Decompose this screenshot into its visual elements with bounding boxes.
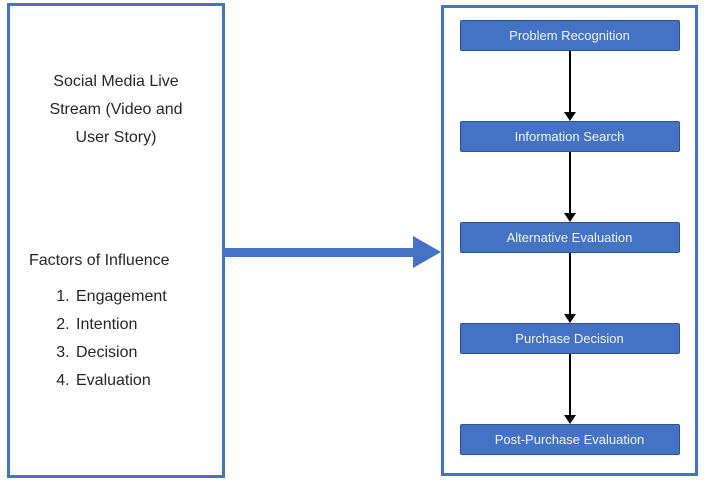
factor-item: Evaluation [74,367,222,395]
left-panel-title-line: User Story) [75,129,157,146]
down-arrow-icon [563,152,577,222]
factors-heading: Factors of Influence [29,252,170,269]
down-arrow-icon [563,253,577,323]
flow-step-alternative-evaluation: Alternative Evaluation [459,222,680,253]
down-arrow-line [568,152,571,213]
flow-step-information-search: Information Search [459,121,680,152]
down-arrow-icon [563,354,577,424]
influence-arrow-body [224,248,414,257]
down-arrow-head [563,415,576,424]
flow-step-post-purchase-evaluation: Post-Purchase Evaluation [459,424,680,455]
factor-item: Engagement [74,283,222,311]
left-panel: Social Media Live Stream (Video and User… [7,3,225,478]
down-arrow-head [563,213,576,222]
left-panel-title-line: Stream (Video and [49,101,183,118]
down-arrow-line [568,354,571,415]
down-arrow-line [568,253,571,314]
down-arrow-line [568,51,571,112]
factors-list: Engagement Intention Decision Evaluation [10,283,222,395]
flow-step-problem-recognition: Problem Recognition [459,20,680,51]
left-panel-title-line: Social Media Live [53,73,179,90]
down-arrow-head [563,314,576,323]
factor-item: Intention [74,311,222,339]
influence-arrow-head [413,236,441,268]
flow-step-purchase-decision: Purchase Decision [459,323,680,354]
factor-item: Decision [74,339,222,367]
flow-panel: Problem Recognition Information Search A… [441,5,698,476]
left-panel-title: Social Media Live Stream (Video and User… [10,68,222,152]
down-arrow-head [563,112,576,121]
down-arrow-icon [563,51,577,121]
